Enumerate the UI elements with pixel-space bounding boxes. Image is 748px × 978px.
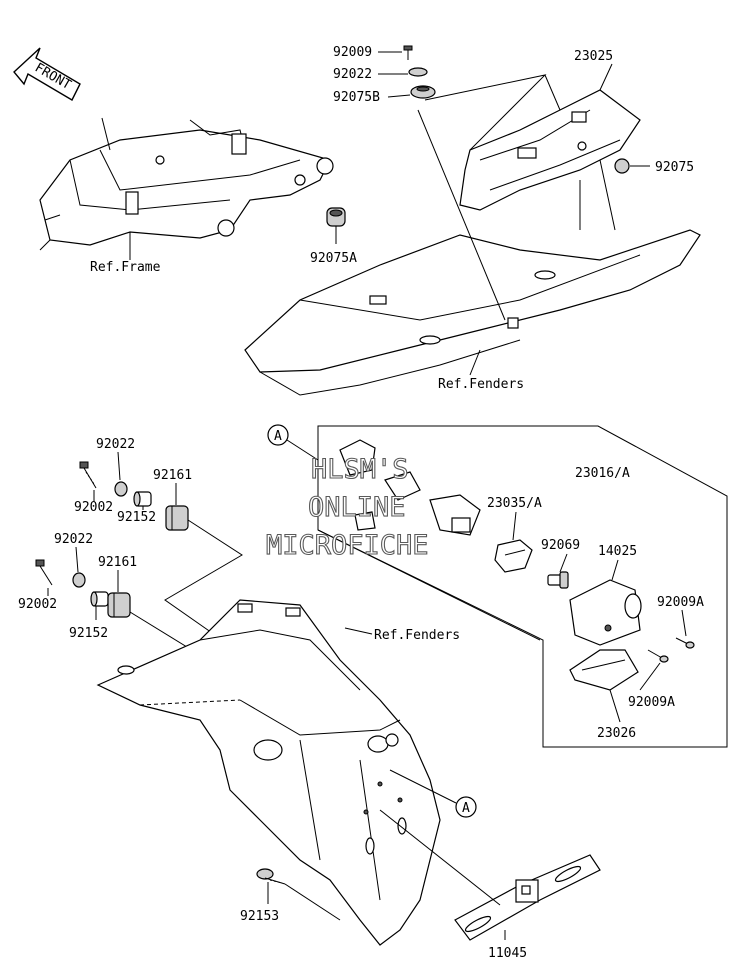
- label-92161-a: 92161: [153, 468, 192, 483]
- rear-fender-upper: [244, 229, 701, 396]
- taillight-socket: [339, 439, 481, 536]
- label-92152-b: 92152: [69, 626, 108, 641]
- label-23025: 23025: [574, 49, 613, 64]
- watermark-line2: ONLINE: [308, 492, 406, 523]
- label-92075a: 92075A: [310, 251, 357, 266]
- screw-92009a-1: [675, 637, 695, 649]
- label-92075: 92075: [655, 160, 694, 175]
- front-arrow: FRONT: [13, 47, 81, 101]
- screw-92009a-2: [647, 649, 669, 663]
- bolt-92002-a: [79, 461, 97, 489]
- damper-92161-a: [165, 505, 189, 531]
- watermark-line1: HLSM'S: [311, 454, 409, 485]
- washer-92022-a: [114, 481, 128, 497]
- callout-a-upper-label: A: [274, 429, 282, 444]
- ref-fenders-lower-label: Ref.Fenders: [374, 628, 460, 643]
- callout-a-upper-circle: [267, 424, 289, 446]
- grommet-92075a: [326, 207, 346, 227]
- grommet-92075b: [410, 85, 436, 99]
- label-23016a: 23016/A: [575, 466, 630, 481]
- label-92009-top: 92009: [333, 45, 372, 60]
- rear-frame-drawing: [39, 117, 334, 251]
- collar-92152-a: [133, 491, 152, 507]
- watermark: HLSM'S ONLINE MICROFICHE: [265, 453, 429, 561]
- label-92152-a: 92152: [117, 510, 156, 525]
- rear-fender-lower: [96, 599, 441, 946]
- callout-a-lower-circle: [455, 796, 477, 818]
- lens-14025: [569, 579, 642, 646]
- grommet-92075: [614, 158, 630, 174]
- label-92009a-2: 92009A: [628, 695, 675, 710]
- label-92153: 92153: [240, 909, 279, 924]
- label-92002-a: 92002: [74, 500, 113, 515]
- label-92022-top: 92022: [333, 67, 372, 82]
- washer-92022-top: [408, 67, 428, 77]
- bulb-92069: [547, 571, 569, 589]
- connector-23035a: [494, 539, 533, 573]
- label-92022-a: 92022: [96, 437, 135, 452]
- reflector-23026: [569, 649, 639, 691]
- ref-frame-label: Ref.Frame: [90, 260, 161, 275]
- collar-92152-b: [90, 591, 109, 607]
- label-92161-b: 92161: [98, 555, 137, 570]
- label-11045: 11045: [488, 946, 527, 961]
- label-92009a-1: 92009A: [657, 595, 704, 610]
- damper-92161-b: [107, 592, 131, 618]
- label-14025: 14025: [598, 544, 637, 559]
- label-92022-b: 92022: [54, 532, 93, 547]
- label-92069: 92069: [541, 538, 580, 553]
- bolt-92002-b: [35, 559, 53, 586]
- label-23035a: 23035/A: [487, 496, 542, 511]
- bracket-23025: [459, 89, 641, 211]
- screw-92009-top: [403, 45, 413, 60]
- screw-92153: [256, 868, 286, 885]
- license-bracket-11045: [454, 854, 601, 941]
- washer-92022-b: [72, 572, 86, 588]
- label-92075b: 92075B: [333, 90, 380, 105]
- ref-fenders-upper-label: Ref.Fenders: [438, 377, 524, 392]
- label-23026: 23026: [597, 726, 636, 741]
- label-92002-b: 92002: [18, 597, 57, 612]
- watermark-line3: MICROFICHE: [266, 530, 429, 561]
- callout-a-lower-label: A: [462, 801, 470, 816]
